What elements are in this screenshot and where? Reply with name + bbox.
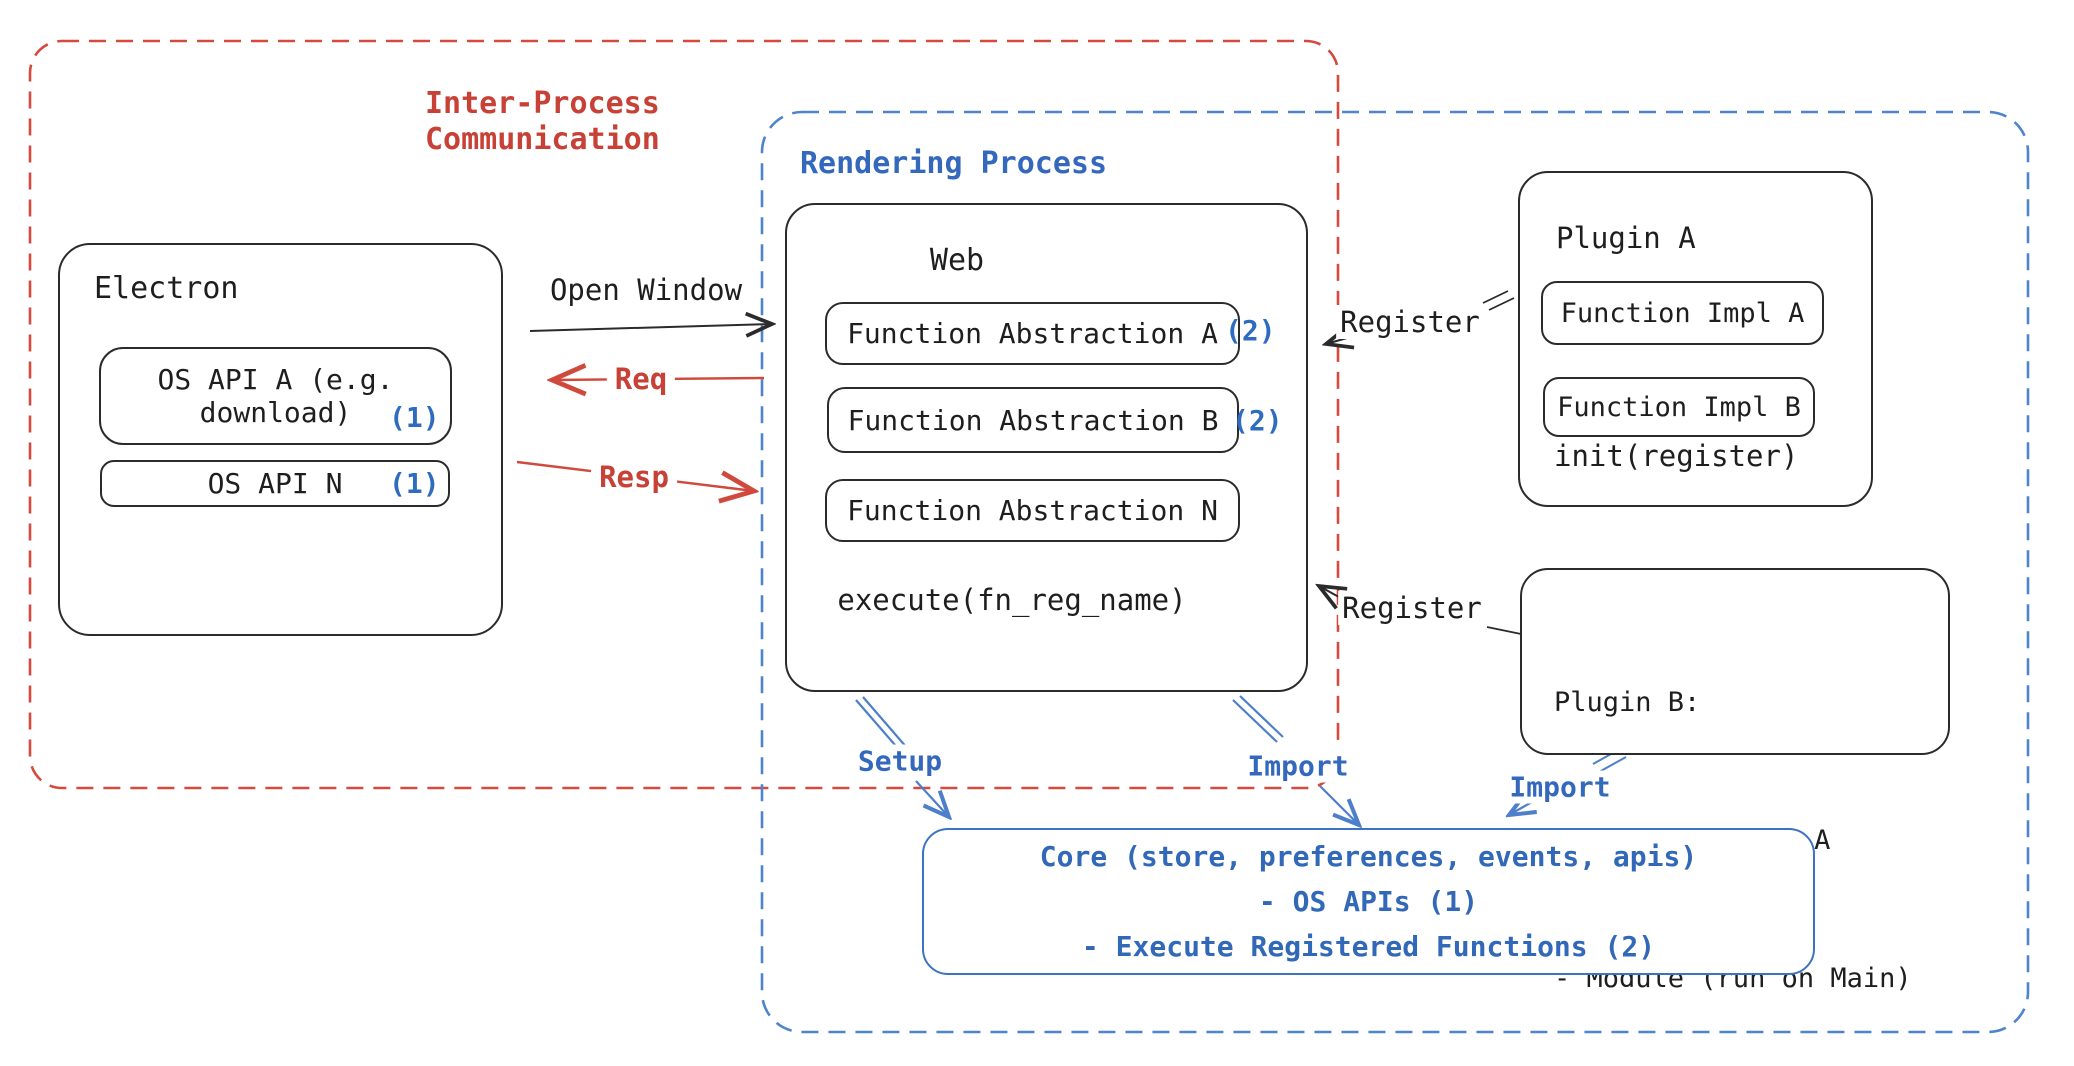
os-api-n-badge: (1)	[389, 467, 440, 500]
register-b-leader-line	[1486, 626, 1522, 635]
plugin-b-content: Plugin B: - Function Impl A - Module (ru…	[1554, 588, 1912, 1066]
web-execute-label: execute(fn_reg_name)	[837, 583, 1187, 617]
plugin-b-box: Plugin B: - Function Impl A - Module (ru…	[1520, 568, 1950, 994]
function-impl-a-box: Function Impl A	[1541, 281, 1824, 345]
ipc-dashed-region	[28, 39, 1340, 790]
electron-title: Electron	[94, 271, 239, 306]
ipc-region-label: Inter-Process Communication	[425, 86, 660, 158]
core-box: Core (store, preferences, events, apis) …	[922, 828, 1815, 975]
os-api-a-badge: (1)	[389, 401, 440, 434]
function-abstraction-b-box: Function Abstraction B	[827, 387, 1239, 453]
rendering-region-label: Rendering Process	[800, 146, 1108, 181]
setup-arrow-upper	[855, 696, 909, 754]
setup-arrow-head	[915, 780, 949, 817]
import-web-label: Import	[1239, 749, 1357, 783]
core-line-execute: - Execute Registered Functions (2)	[1081, 930, 1656, 963]
function-abstraction-a-badge: (2)	[1225, 314, 1276, 347]
rendering-dashed-region	[760, 110, 2030, 1034]
core-line-title: Core (store, preferences, events, apis)	[1039, 840, 1698, 873]
req-label: Req	[606, 362, 676, 396]
os-api-n-label: OS API N	[207, 467, 343, 500]
resp-label: Resp	[591, 460, 677, 494]
web-box: Web Function Abstraction A (2) Function …	[785, 203, 1308, 692]
function-abstraction-a-box: Function Abstraction A	[825, 302, 1240, 365]
plugin-b-title: Plugin B:	[1554, 687, 1701, 718]
register-a-tick-marks	[1482, 290, 1515, 311]
os-api-n-box: OS API N (1)	[100, 460, 450, 507]
setup-label: Setup	[849, 744, 951, 778]
ipc-label-line1: Inter-Process	[425, 86, 660, 121]
plugin-a-box: Plugin A Function Impl A Function Impl B…	[1518, 171, 1873, 507]
function-impl-b-box: Function Impl B	[1543, 377, 1815, 437]
ipc-label-line2: Communication	[425, 122, 660, 157]
core-line-os-apis: - OS APIs (1)	[1258, 885, 1479, 918]
os-api-a-box: OS API A (e.g. download) (1)	[99, 347, 452, 445]
os-api-a-line1: OS API A (e.g.	[157, 363, 394, 396]
web-title: Web	[929, 243, 985, 278]
os-api-a-line2: download)	[199, 396, 352, 429]
import-web-arrow-upper	[1232, 695, 1284, 743]
register-b-label: Register	[1338, 591, 1486, 625]
import-plugin-label: Import	[1501, 770, 1619, 804]
plugin-a-title: Plugin A	[1556, 221, 1696, 255]
import-web-arrow-head	[1319, 785, 1359, 825]
electron-box: Electron OS API A (e.g. download) (1) OS…	[58, 243, 503, 636]
function-abstraction-b-badge: (2)	[1232, 404, 1283, 437]
function-abstraction-n-box: Function Abstraction N	[825, 479, 1240, 542]
plugin-a-init-label: init(register)	[1554, 439, 1799, 473]
register-a-label: Register	[1336, 305, 1484, 339]
open-window-arrow	[529, 324, 772, 331]
open-window-label: Open Window	[549, 273, 743, 307]
core-content: Core (store, preferences, events, apis) …	[924, 830, 1813, 973]
